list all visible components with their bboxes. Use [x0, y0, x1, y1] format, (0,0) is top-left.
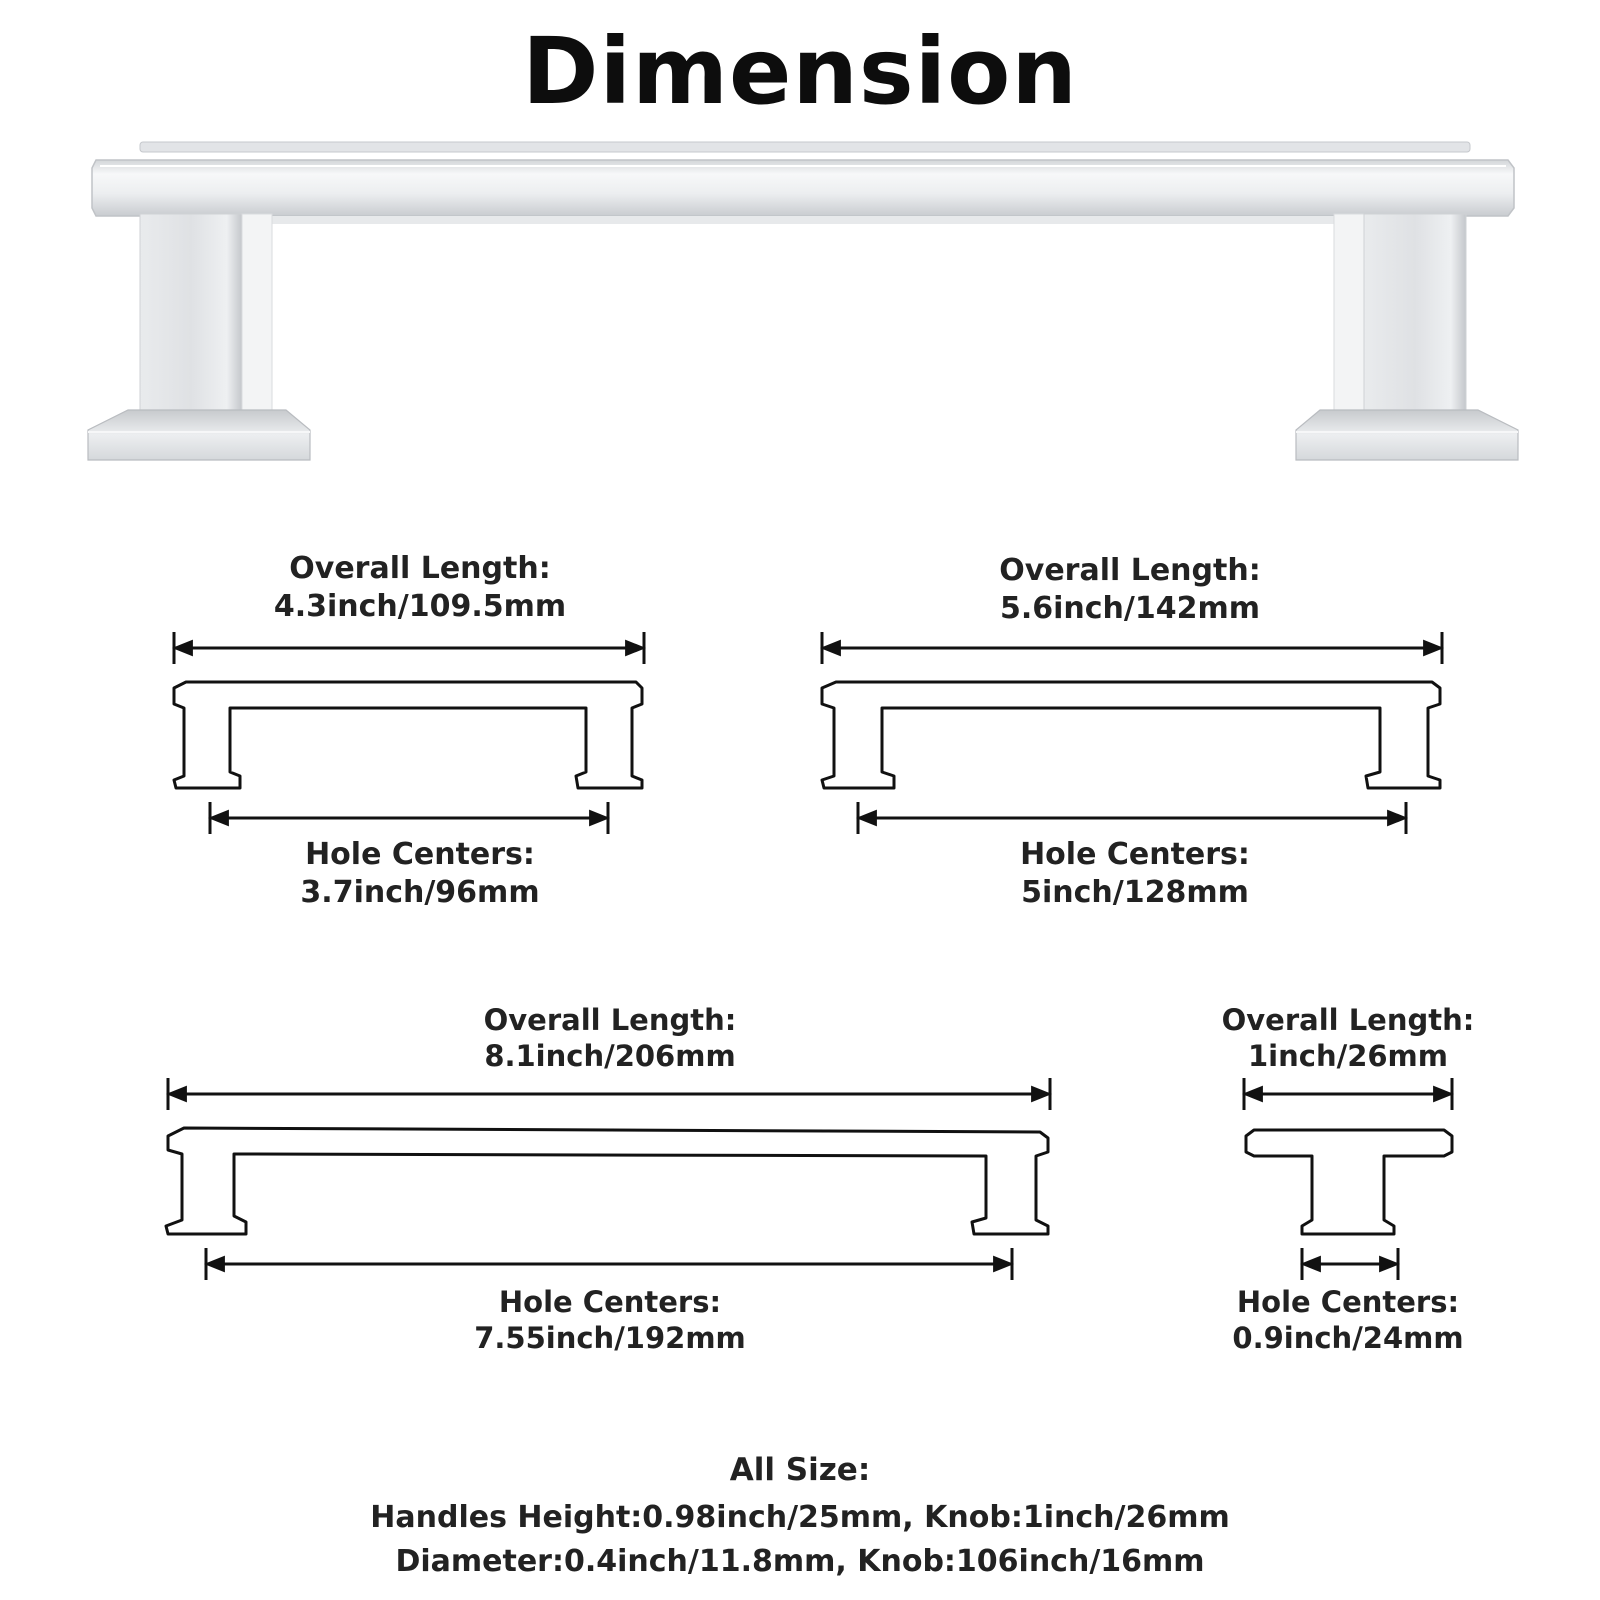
overall-length-heading: Overall Length: — [999, 553, 1261, 588]
knob-drawing — [1241, 1078, 1455, 1280]
hole-centers-label-192mm: Hole Centers: 7.55inch/192mm — [410, 1284, 810, 1356]
overall-length-label-192mm: Overall Length: 8.1inch/206mm — [410, 1002, 810, 1074]
hole-centers-label-knob: Hole Centers: 0.9inch/24mm — [1198, 1284, 1498, 1356]
page-title: Dimension — [522, 18, 1078, 125]
overall-length-heading: Overall Length: — [483, 1003, 737, 1037]
hole-centers-value: 0.9inch/24mm — [1232, 1321, 1464, 1355]
brushed-nickel-handle-icon — [87, 141, 1519, 461]
handle-outline — [172, 680, 644, 790]
overall-length-value: 8.1inch/206mm — [484, 1039, 736, 1073]
handle-96mm-drawing — [171, 632, 647, 834]
hole-centers-label-128mm: Hole Centers: 5inch/128mm — [935, 836, 1335, 912]
all-size-heading: All Size: — [729, 1452, 871, 1488]
hole-centers-heading: Hole Centers: — [1020, 837, 1250, 872]
overall-length-label-128mm: Overall Length: 5.6inch/142mm — [930, 552, 1330, 628]
knob-outline — [1244, 1128, 1454, 1236]
hole-centers-heading: Hole Centers: — [498, 1285, 722, 1319]
hole-centers-heading: Hole Centers: — [1236, 1285, 1460, 1319]
all-size-line-diameter: Diameter:0.4inch/11.8mm, Knob:106inch/16… — [395, 1544, 1205, 1579]
overall-length-value: 5.6inch/142mm — [999, 591, 1261, 626]
hole-centers-value: 3.7inch/96mm — [300, 875, 540, 910]
overall-length-heading: Overall Length: — [289, 551, 551, 586]
overall-length-label-knob: Overall Length: 1inch/26mm — [1198, 1002, 1498, 1074]
handle-outline — [164, 1126, 1050, 1236]
overall-length-value: 4.3inch/109.5mm — [273, 589, 567, 624]
overall-length-label-96mm: Overall Length: 4.3inch/109.5mm — [220, 550, 620, 626]
hole-centers-value: 7.55inch/192mm — [474, 1321, 746, 1355]
handle-outline — [820, 680, 1442, 790]
hole-centers-value: 5inch/128mm — [1021, 875, 1249, 910]
hole-centers-label-96mm: Hole Centers: 3.7inch/96mm — [220, 836, 620, 912]
all-size-line-height: Handles Height:0.98inch/25mm, Knob:1inch… — [370, 1500, 1230, 1535]
hole-centers-heading: Hole Centers: — [305, 837, 535, 872]
overall-length-heading: Overall Length: — [1221, 1003, 1475, 1037]
overall-length-value: 1inch/26mm — [1248, 1039, 1448, 1073]
handle-128mm-drawing — [819, 632, 1445, 834]
handle-192mm-drawing — [164, 1078, 1053, 1280]
